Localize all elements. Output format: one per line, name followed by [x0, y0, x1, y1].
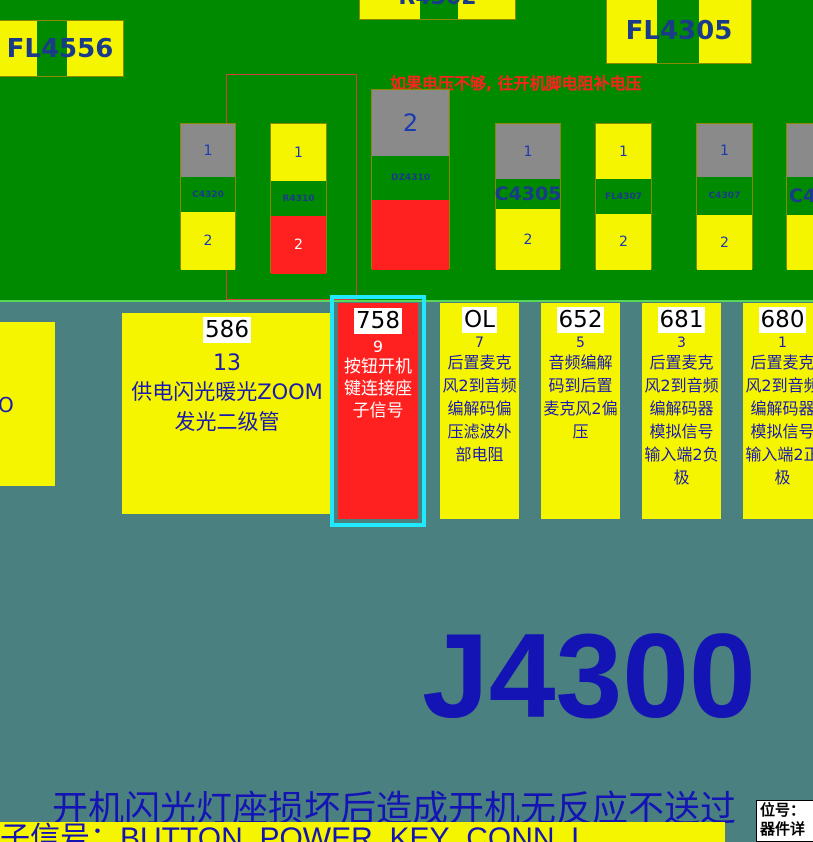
component-label: DZ4310 — [372, 156, 449, 200]
connector-pin-5[interactable]: 652 5 音频编解码到后置麦克风2偏压 — [541, 303, 620, 519]
pad-2: 2 — [596, 214, 651, 270]
connector-pin-13[interactable]: 586 13 供电闪光暖光ZOOM发光二级管 — [122, 313, 332, 514]
component-fl4305[interactable]: FL4305 — [606, 0, 752, 64]
pad-2: 2 — [181, 212, 235, 270]
component-r4302-label: R4302 — [398, 0, 476, 10]
component-c4307[interactable]: 1 C4307 2 — [696, 123, 753, 270]
component-fl4307[interactable]: 1 FL4307 2 — [595, 123, 652, 270]
component-c4320[interactable]: 1 C4320 2 — [180, 123, 236, 270]
pin-net-label: OL — [462, 307, 497, 333]
component-c4305[interactable]: 1 C4305 2 — [495, 123, 561, 270]
component-dz4310[interactable]: 2 DZ4310 — [371, 89, 450, 270]
component-c4-partial[interactable]: C4 — [786, 123, 813, 270]
connector-pin-9[interactable]: 758 9 按钮开机键连接座子信号 — [338, 303, 418, 519]
pin-net-label: 652 — [556, 307, 605, 333]
pad-1: 1 — [596, 124, 651, 179]
component-label: FL4307 — [596, 179, 651, 214]
connector-pin-1[interactable]: 680 1 后置麦克风2到音频编解码器模拟信号输入端2正极 — [743, 303, 813, 519]
pad-2: 2 — [271, 216, 326, 274]
pin-description: 音频编解码到后置麦克风2偏压 — [543, 353, 618, 441]
pin-number: 9 — [372, 337, 384, 356]
tooltip-line-1: 位号： — [760, 801, 806, 819]
info-tooltip: 位号： 器件详 — [756, 800, 813, 842]
pad-2: 2 — [496, 209, 560, 270]
connector-pin-7[interactable]: OL 7 后置麦克风2到音频编解码偏压滤波外部电阻 — [440, 303, 519, 519]
connector-pin-3[interactable]: 681 3 后置麦克风2到音频编解码器模拟信号输入端2负极 — [642, 303, 721, 519]
connector-pin-partial[interactable]: O — [0, 322, 55, 486]
component-fl4556-label: FL4556 — [6, 33, 114, 64]
component-label: R4310 — [271, 181, 326, 216]
pin-description: 后置麦克风2到音频编解码偏压滤波外部电阻 — [442, 353, 517, 464]
pad-2: 2 — [697, 215, 752, 270]
component-r4310[interactable]: 1 R4310 2 — [270, 123, 327, 274]
pin-net-label: 680 — [758, 307, 807, 333]
pad-2 — [787, 215, 813, 270]
pin-number: 5 — [576, 335, 585, 351]
voltage-warning-note: 如果电压不够, 往开机脚电阻补电压 — [390, 74, 642, 93]
selected-pin-highlight — [330, 295, 426, 527]
component-label: C4305 — [495, 179, 561, 209]
component-fl4556[interactable]: FL4556 — [0, 20, 124, 77]
pin-number: 13 — [213, 351, 241, 376]
pin-description: 后置麦克风2到音频编解码器模拟信号输入端2负极 — [644, 353, 719, 487]
pin-net-label: 681 — [657, 307, 706, 333]
pad-1: 1 — [271, 124, 326, 181]
component-r4302[interactable]: R4302 — [359, 0, 516, 20]
pin-description: 按钮开机键连接座子信号 — [344, 357, 412, 421]
signal-name-bar: 子信号：BUTTON_POWER_KEY_CONN_L — [0, 822, 725, 842]
pin-net-label: 586 — [203, 317, 251, 343]
connector-designator: J4300 — [422, 609, 756, 743]
pin-description: 供电闪光暖光ZOOM发光二级管 — [131, 380, 323, 434]
pad-1: 1 — [697, 124, 752, 177]
component-fl4305-label: FL4305 — [625, 16, 733, 46]
component-label: C4320 — [181, 177, 235, 212]
tooltip-line-2: 器件详 — [760, 820, 806, 838]
component-label: C4 — [787, 177, 813, 215]
pin-number: 1 — [778, 335, 787, 351]
pad-1: 2 — [372, 90, 449, 156]
pin-number: 3 — [677, 335, 686, 351]
pad-1: 1 — [181, 124, 235, 177]
pin-description: O — [0, 393, 14, 417]
board-edge-line — [0, 300, 813, 302]
pad-1 — [787, 124, 813, 177]
pin-net-label: 758 — [354, 308, 402, 334]
pad-1: 1 — [496, 124, 560, 179]
pin-description: 后置麦克风2到音频编解码器模拟信号输入端2正极 — [745, 353, 813, 487]
pad-2 — [372, 200, 449, 270]
component-label: C4307 — [697, 177, 752, 215]
pin-number: 7 — [475, 335, 484, 351]
